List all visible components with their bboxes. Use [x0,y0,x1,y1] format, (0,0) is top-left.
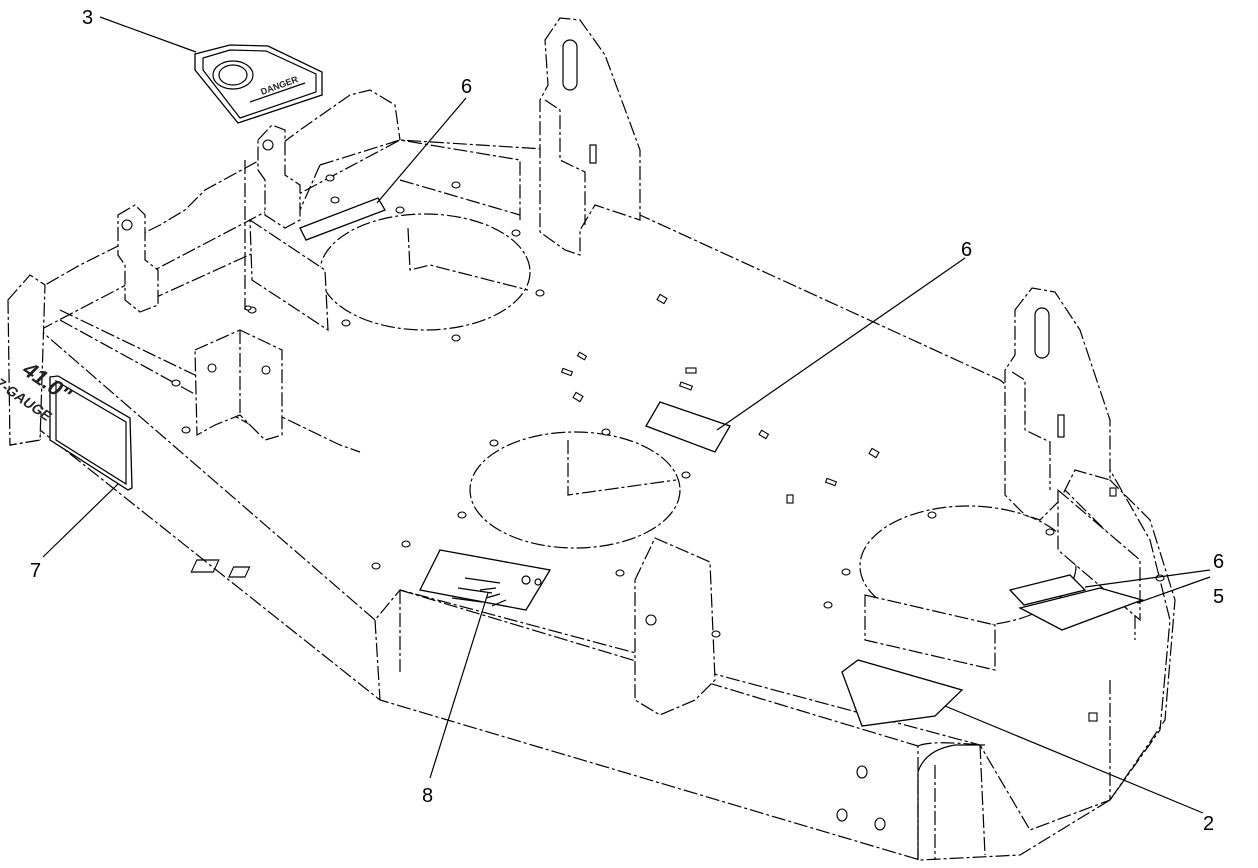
callout-5-label: 5 [1213,586,1224,608]
callout-6-left-label: 6 [461,76,472,98]
callout-8: 8 [422,592,489,807]
decal-2 [841,659,964,727]
callout-6-right: 6 [1084,551,1224,588]
callout-6-right-label: 6 [1213,551,1224,573]
callout-2: 2 [944,705,1214,835]
callout-6-center: 6 [716,239,972,431]
callout-7: 7 [30,483,119,582]
decal-6-right [1008,574,1087,606]
decal-operating-instructions [190,549,552,611]
decal-danger: DANGER [194,44,323,124]
decal-gauge: 41.0" 7-GAUGE [0,358,133,491]
callout-3-label: 3 [82,7,93,29]
decal-6-center [645,401,731,453]
callout-6-left: 6 [376,76,472,204]
decal-5 [1018,587,1145,631]
decal-6-left [299,197,386,241]
callout-2-label: 2 [1203,813,1214,835]
deck-holes [171,174,1165,831]
callout-5: 5 [1136,576,1224,608]
callout-8-label: 8 [422,785,433,807]
deck-brackets [7,17,1141,860]
callout-3: 3 [82,7,197,53]
callout-7-label: 7 [30,560,41,582]
callout-6-center-label: 6 [961,239,972,261]
